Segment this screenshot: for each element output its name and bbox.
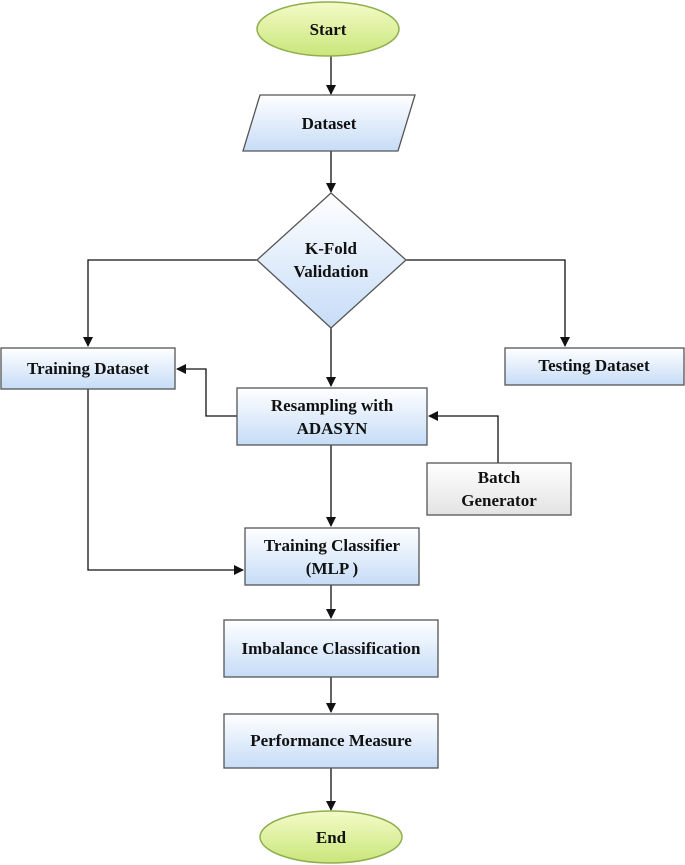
kfold-label-line2: Validation [294, 262, 370, 281]
batch-generator-label-line2: Generator [461, 491, 537, 510]
resampling-node: Resampling with ADASYN [236, 387, 428, 446]
performance-measure-node: Performance Measure [223, 713, 439, 769]
testing-dataset-node: Testing Dataset [504, 347, 685, 386]
dataset-label: Dataset [302, 114, 357, 133]
arrow-batch-to-resampling [428, 411, 499, 463]
training-dataset-node: Training Dataset [0, 347, 176, 390]
imbalance-classification-label: Imbalance Classification [242, 639, 422, 658]
resampling-label-line2: ADASYN [297, 419, 369, 438]
end-node: End [259, 810, 403, 864]
training-classifier-label-line2: (MLP ) [306, 559, 358, 578]
start-label: Start [310, 20, 347, 39]
arrow-kfold-to-testing-dataset [406, 259, 570, 347]
arrow-kfold-to-training-dataset [83, 259, 257, 347]
imbalance-classification-node: Imbalance Classification [223, 619, 439, 678]
end-label: End [316, 828, 347, 847]
connectors [83, 56, 570, 811]
resampling-label-line1: Resampling with [271, 396, 394, 415]
kfold-label-line1: K-Fold [305, 239, 357, 258]
dataset-node: Dataset [242, 94, 416, 152]
training-classifier-node: Training Classifier (MLP ) [244, 527, 420, 586]
arrow-resampling-to-training-dataset [176, 364, 237, 417]
start-node: Start [256, 1, 400, 57]
testing-dataset-label: Testing Dataset [538, 356, 650, 375]
training-classifier-label-line1: Training Classifier [264, 536, 401, 555]
batch-generator-label-line1: Batch [478, 468, 521, 487]
kfold-validation-node: K-Fold Validation [256, 192, 407, 329]
batch-generator-node: Batch Generator [426, 462, 572, 516]
training-dataset-label: Training Dataset [27, 359, 149, 378]
arrow-training-dataset-to-classifier [87, 389, 244, 575]
performance-measure-label: Performance Measure [250, 731, 412, 750]
